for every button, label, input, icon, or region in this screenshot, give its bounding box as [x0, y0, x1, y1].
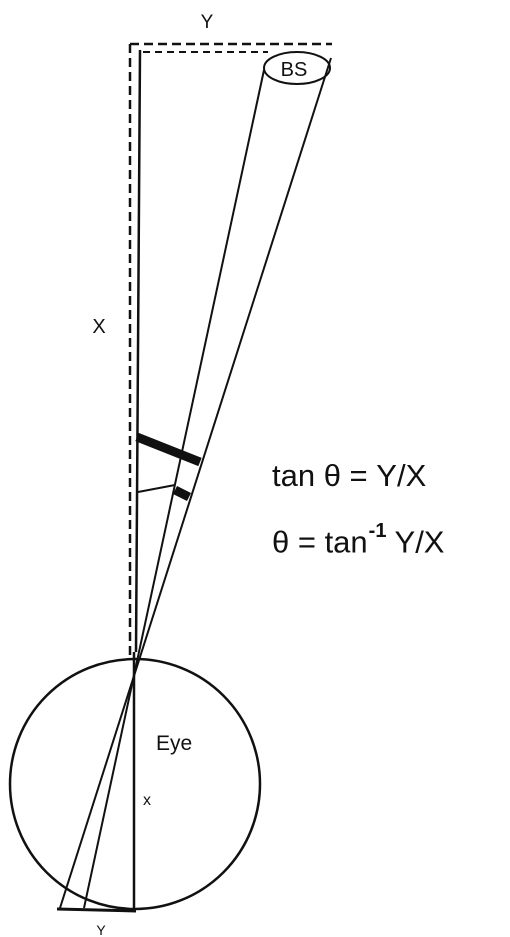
angle-arc — [137, 484, 176, 493]
ray-right — [59, 57, 332, 909]
formula-tangent: tan θ = Y/X — [272, 460, 426, 491]
label-small-x: x — [143, 792, 151, 809]
angle-bar-upper — [135, 432, 202, 467]
formula-arctangent: θ = tan-1 Y/X — [272, 521, 445, 560]
label-blind-spot: BS — [281, 59, 308, 81]
angle-bar-lower — [172, 485, 192, 502]
blind-spot-ellipse — [263, 51, 331, 85]
fixation-line — [134, 49, 142, 653]
retinal-image-line — [56, 907, 137, 913]
label-top-y: Y — [201, 12, 214, 33]
formula-arctangent-prefix: θ = tan — [272, 524, 368, 560]
label-bottom-y: Y — [96, 922, 106, 937]
ray-left — [83, 69, 265, 909]
label-eye: Eye — [156, 732, 192, 755]
formula-arctangent-exponent: -1 — [368, 520, 387, 542]
formula-tangent-text: tan θ = Y/X — [272, 458, 427, 493]
label-big-x: X — [92, 316, 105, 338]
formula-arctangent-suffix: Y/X — [386, 524, 445, 560]
